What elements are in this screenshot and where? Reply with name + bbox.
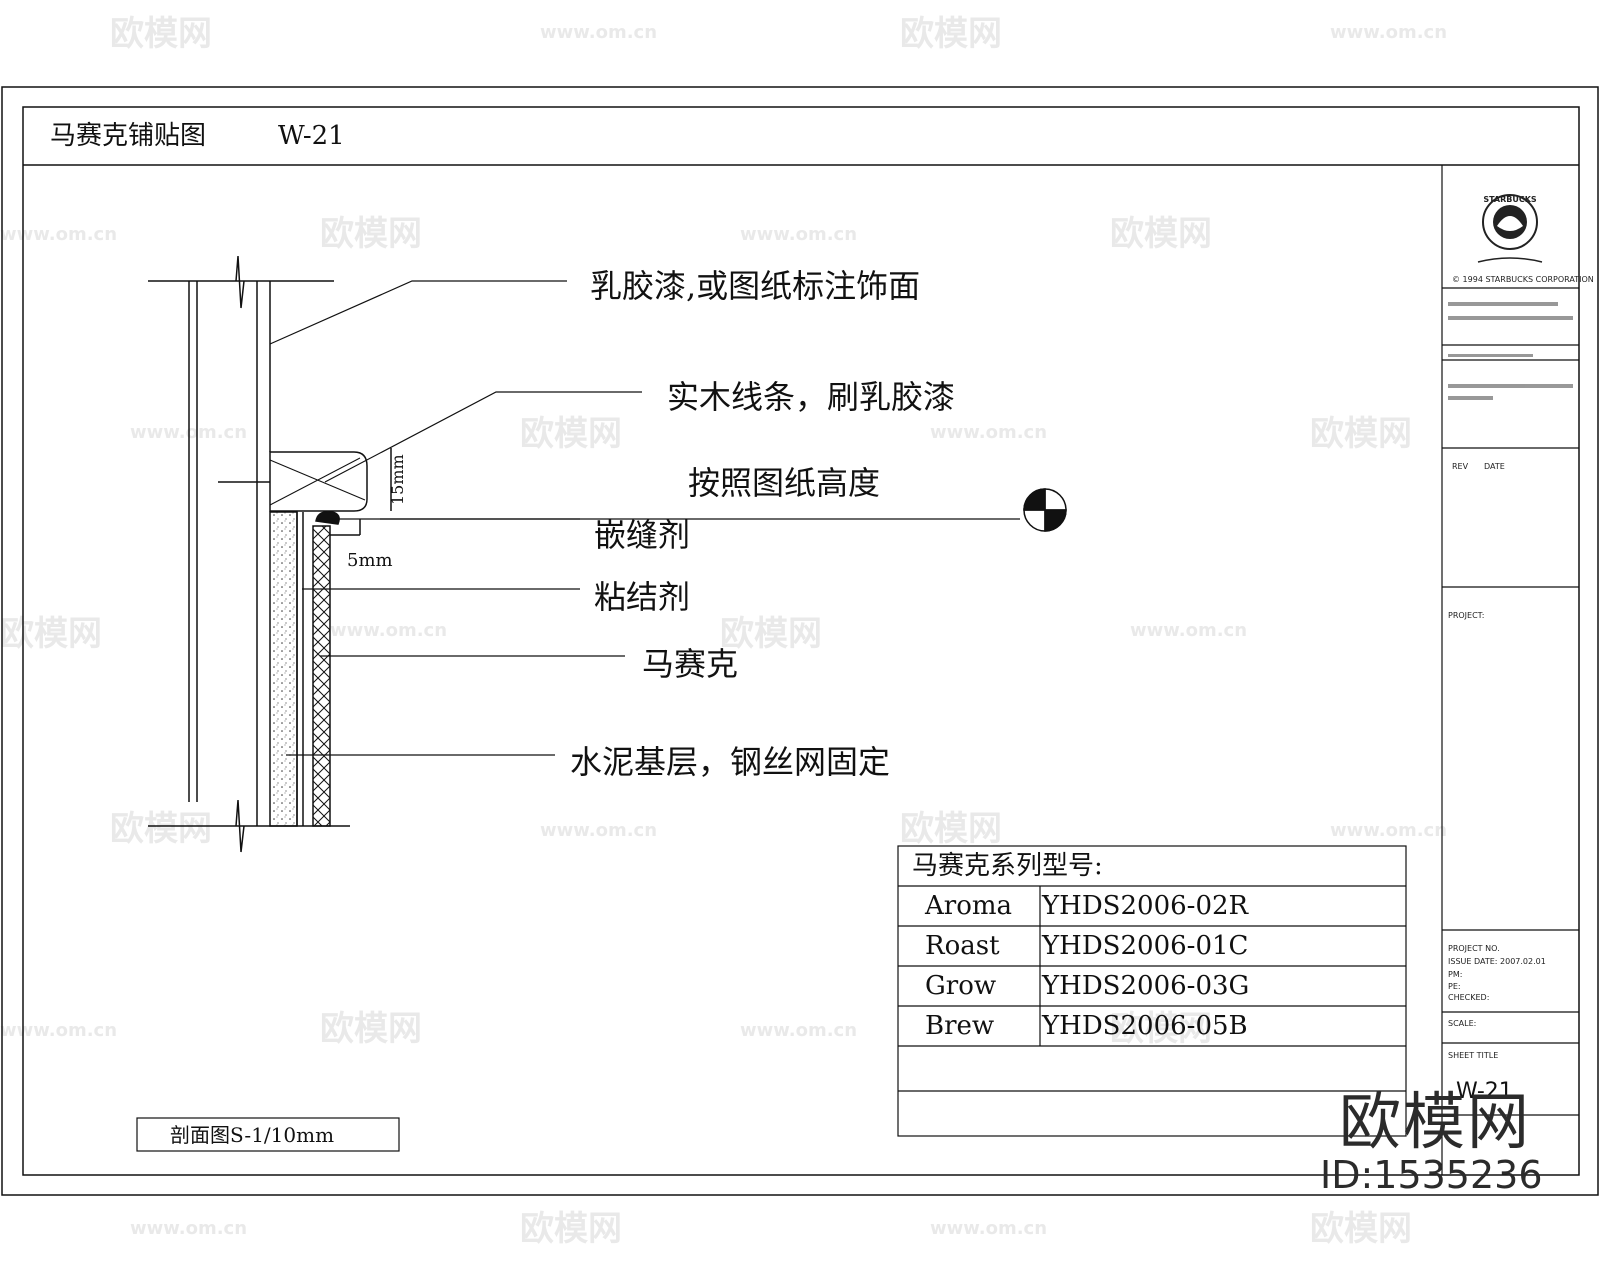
svg-text:www.om.cn: www.om.cn	[330, 620, 447, 641]
section-label: 剖面图S-1/10mm	[170, 1123, 334, 1147]
company-info-lines	[1448, 302, 1573, 400]
leader-lines	[269, 280, 642, 756]
series-row-3-name: Grow	[925, 971, 996, 1001]
starbucks-logo: STARBUCKS	[1477, 194, 1543, 263]
callout-finish: 乳胶漆,或图纸标注饰面	[590, 267, 920, 305]
svg-text:欧模网: 欧模网	[900, 14, 1002, 54]
drawing-code: W-21	[278, 121, 345, 151]
svg-text:欧模网: 欧模网	[520, 414, 622, 454]
svg-text:www.om.cn: www.om.cn	[130, 1218, 247, 1239]
svg-text:欧模网: 欧模网	[1110, 1009, 1212, 1049]
watermark-id: ID:1535236	[1320, 1153, 1543, 1197]
svg-text:欧模网: 欧模网	[1110, 214, 1212, 254]
callout-height: 按照图纸高度	[688, 464, 880, 502]
rev-label: REV	[1452, 462, 1469, 471]
watermark-brand-logo: 欧模网	[1338, 1085, 1531, 1158]
sheet-title-label: SHEET TITLE	[1448, 1051, 1498, 1060]
svg-text:欧模网: 欧模网	[720, 614, 822, 654]
svg-text:www.om.cn: www.om.cn	[740, 1020, 857, 1041]
svg-text:www.om.cn: www.om.cn	[0, 224, 117, 245]
sheet-number: W-21	[1456, 1079, 1513, 1104]
svg-text:www.om.cn: www.om.cn	[930, 1218, 1047, 1239]
outer-border	[1, 86, 1599, 1196]
section-label-box	[136, 1117, 400, 1152]
watermark-brand-block: 欧模网 ID:1535236	[1320, 1085, 1550, 1197]
series-row-3-code: YHDS2006-03G	[1041, 971, 1249, 1001]
svg-text:欧模网: 欧模网	[110, 14, 212, 54]
svg-text:欧模网: 欧模网	[900, 809, 1002, 849]
title-block	[1441, 165, 1579, 1175]
callout-mosaic: 马赛克	[642, 645, 738, 683]
issue-date-label: ISSUE DATE: 2007.02.01	[1448, 957, 1546, 966]
series-row-1-code: YHDS2006-02R	[1041, 891, 1250, 921]
series-row-4-code: YHDS2006-05B	[1041, 1011, 1248, 1041]
project-no-label: PROJECT NO.	[1448, 944, 1500, 953]
drawing-title: 马赛克铺贴图	[50, 121, 206, 151]
inner-border	[22, 106, 1580, 1176]
svg-text:欧模网: 欧模网	[1310, 1209, 1412, 1249]
series-table	[897, 845, 1407, 1137]
svg-text:欧模网: 欧模网	[110, 809, 212, 849]
pe-label: PE:	[1448, 982, 1461, 991]
svg-text:www.om.cn: www.om.cn	[1330, 820, 1447, 841]
svg-text:www.om.cn: www.om.cn	[540, 820, 657, 841]
watermark-tile: 欧模网 www.om.cn 欧模网 www.om.cn www.om.cn 欧模…	[0, 14, 1447, 1249]
checked-label: CHECKED:	[1448, 993, 1489, 1002]
project-label: PROJECT:	[1448, 611, 1484, 620]
svg-text:www.om.cn: www.om.cn	[1130, 620, 1247, 641]
svg-text:www.om.cn: www.om.cn	[930, 422, 1047, 443]
callout-grout: 嵌缝剂	[594, 516, 690, 554]
scale-label: SCALE:	[1448, 1019, 1476, 1028]
series-row-4-name: Brew	[925, 1011, 994, 1041]
callout-base: 水泥基层，钢丝网固定	[570, 743, 890, 781]
date-label: DATE	[1484, 462, 1505, 471]
copyright-text: © 1994 STARBUCKS CORPORATION	[1452, 275, 1594, 284]
callout-adhesive: 粘结剂	[594, 578, 690, 616]
series-row-2-code: YHDS2006-01C	[1041, 931, 1248, 961]
svg-text:欧模网: 欧模网	[0, 614, 102, 654]
svg-text:欧模网: 欧模网	[320, 214, 422, 254]
dimension-15mm: 15mm	[388, 454, 407, 505]
wall-section	[148, 255, 1020, 853]
watermark-layer: 欧模网 www.om.cn 欧模网 www.om.cn www.om.cn 欧模…	[0, 14, 1447, 1249]
pm-label: PM:	[1448, 970, 1462, 979]
svg-text:欧模网: 欧模网	[1310, 414, 1412, 454]
callout-trim: 实木线条，刷乳胶漆	[667, 378, 955, 416]
svg-text:欧模网: 欧模网	[520, 1209, 622, 1249]
svg-text:www.om.cn: www.om.cn	[1330, 22, 1447, 43]
svg-text:www.om.cn: www.om.cn	[0, 1020, 117, 1041]
elevation-marker	[1023, 488, 1067, 532]
series-row-1-name: Aroma	[924, 891, 1012, 921]
svg-text:www.om.cn: www.om.cn	[540, 22, 657, 43]
svg-text:STARBUCKS: STARBUCKS	[1483, 195, 1537, 204]
series-row-2-name: Roast	[925, 931, 1000, 961]
svg-text:www.om.cn: www.om.cn	[740, 224, 857, 245]
svg-text:欧模网: 欧模网	[320, 1009, 422, 1049]
dimension-5mm: 5mm	[347, 550, 393, 571]
series-table-title: 马赛克系列型号:	[912, 851, 1103, 881]
